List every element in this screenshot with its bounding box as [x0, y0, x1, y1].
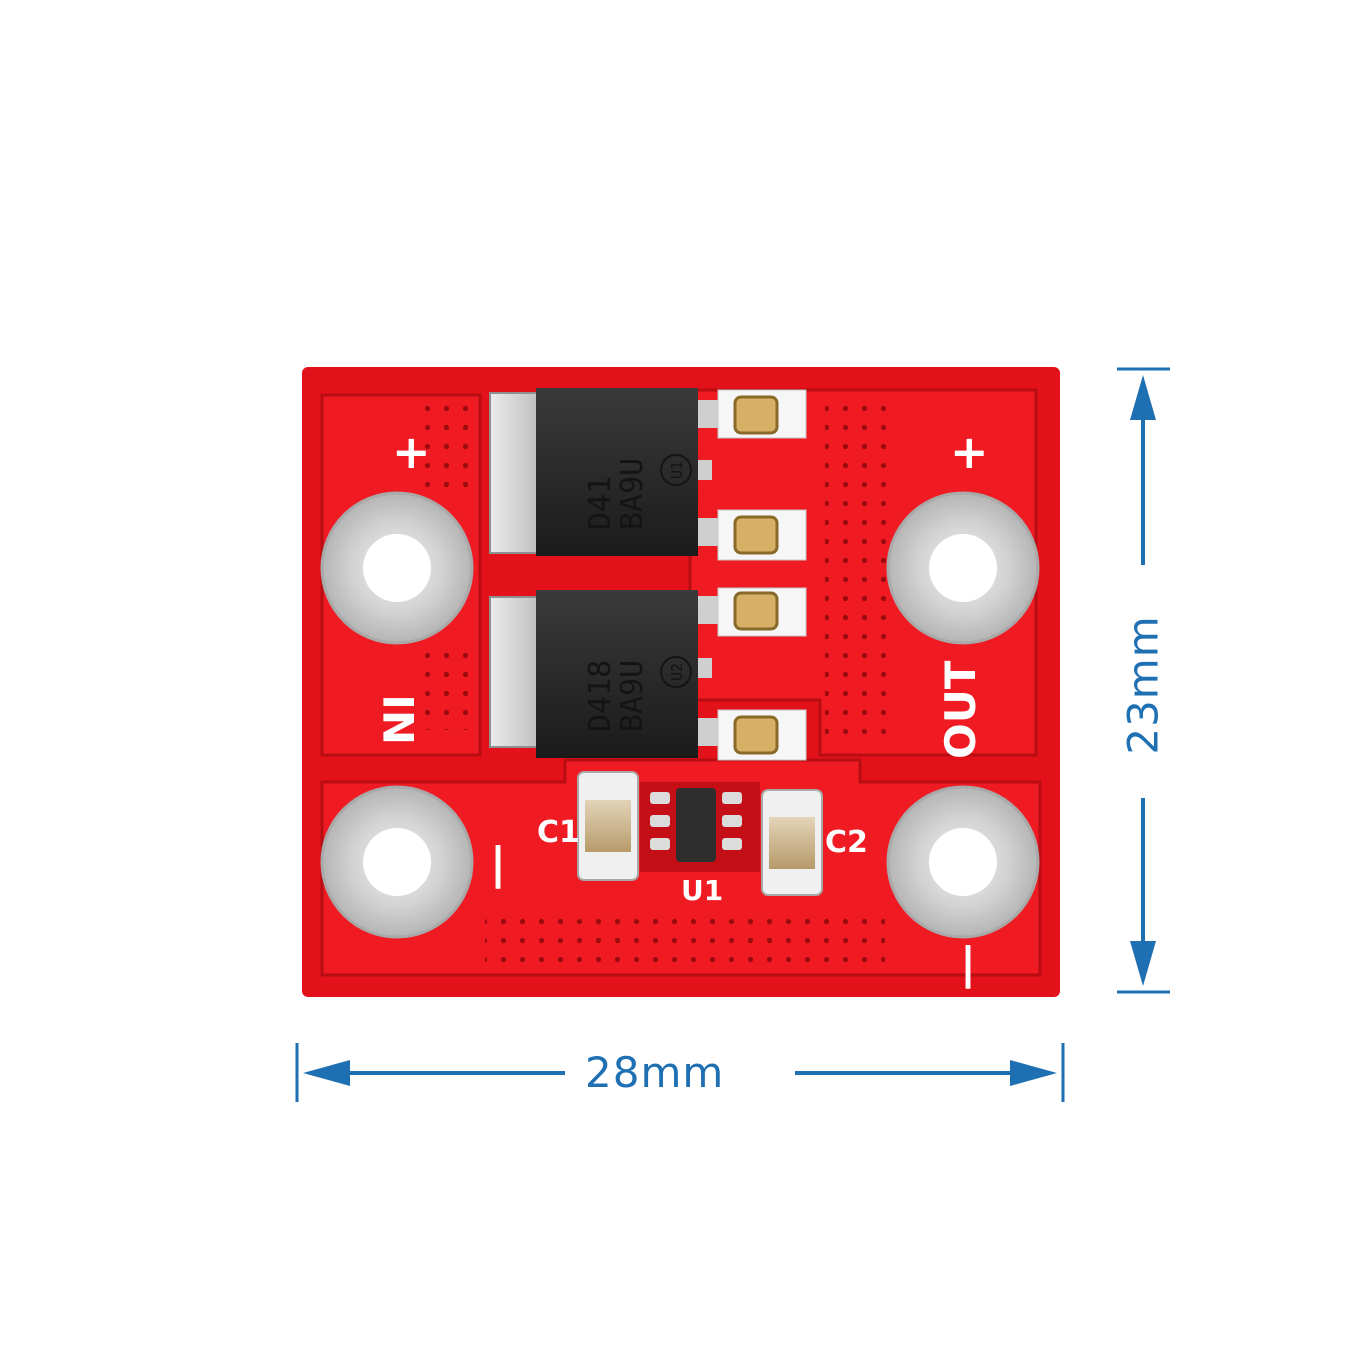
silk-u1: U1 — [681, 874, 723, 907]
silk-minus-left: | — [490, 838, 506, 889]
via-field — [485, 905, 885, 970]
silk-plus-right: + — [950, 425, 989, 479]
mount-pad-in-minus — [320, 785, 474, 939]
silk-minus-right: | — [960, 938, 976, 989]
mosfet-q2 — [489, 587, 807, 761]
via-field — [825, 400, 895, 740]
capacitor-c2 — [761, 789, 823, 896]
mount-pad-out-plus — [886, 491, 1040, 645]
mosfet-q1 — [489, 388, 807, 561]
mosfet2-badge-text: U2 — [668, 663, 686, 681]
mosfet1-marking-2: BA9U — [615, 458, 650, 530]
height-dimension-label: 23mm — [1118, 615, 1168, 755]
ic-u1 — [640, 782, 760, 872]
via-field — [425, 640, 480, 730]
silk-c1: C1 — [537, 815, 580, 850]
silk-in-label: NI — [375, 694, 424, 745]
silk-out-label: OUT — [936, 660, 985, 759]
mount-pad-in-plus — [320, 491, 474, 645]
mount-pad-out-minus — [886, 785, 1040, 939]
height-dimension-line — [1117, 367, 1170, 994]
capacitor-c1 — [577, 771, 639, 881]
silk-plus-left: + — [392, 425, 431, 479]
width-dimension-line — [295, 1043, 1065, 1102]
mosfet2-badge — [660, 656, 692, 688]
silk-c2: C2 — [825, 825, 868, 860]
mosfet1-marking-1: D41 — [583, 476, 618, 530]
mosfet1-badge — [660, 454, 692, 486]
mosfet1-badge-text: U1 — [668, 461, 686, 479]
width-dimension-label: 28mm — [585, 1048, 725, 1097]
mosfet2-marking-1: D418 — [583, 660, 618, 732]
via-field — [425, 400, 480, 490]
mosfet2-marking-2: BA9U — [615, 660, 650, 732]
